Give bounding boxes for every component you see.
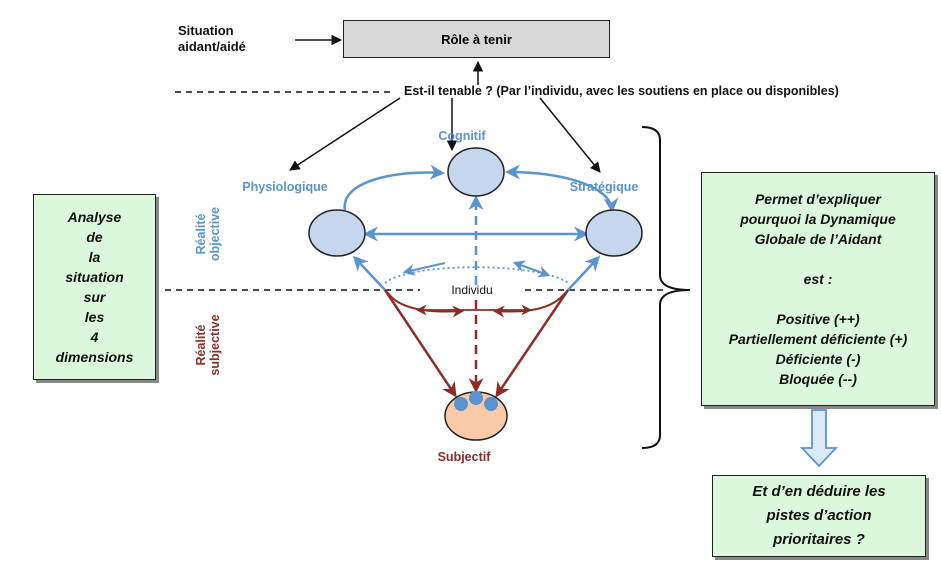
dotted-arc-individu	[384, 266, 569, 284]
label-individu: Individu	[451, 283, 492, 297]
left-box-line: Analyse	[67, 209, 122, 225]
left-analysis-box: Analyse de la situation sur les 4 dimens…	[33, 194, 156, 380]
realite-subjective-l2: subjective	[208, 314, 222, 375]
red-left-cone-arrow	[383, 289, 457, 398]
arc-physio-cognitif	[343, 164, 445, 211]
bottom-box-line: pistes d’action	[766, 507, 872, 524]
dot-subjectif-1	[454, 397, 468, 411]
arrow-individu-physio-small	[402, 262, 446, 276]
down-hollow-arrow	[799, 409, 839, 468]
role-box: Rôle à tenir	[343, 20, 610, 58]
arrow-individu-strat-small	[512, 260, 551, 278]
dot-subjectif-3	[484, 397, 498, 411]
node-physiologique	[308, 209, 366, 257]
realite-objective-l1: Réalité	[194, 213, 208, 254]
red-right-cone-arrow	[495, 289, 570, 398]
left-box-line: la	[88, 249, 101, 265]
bottom-box-line: prioritaires ?	[773, 531, 865, 548]
bottom-deduction-box: Et d’en déduire les pistes d’action prio…	[712, 475, 926, 557]
dot-subjectif-2	[469, 391, 483, 405]
left-box-line: de	[86, 229, 103, 245]
left-box-line: les	[84, 309, 105, 325]
right-box-line: Bloquée (--)	[779, 371, 857, 387]
situation-label-line1: Situation	[178, 23, 234, 38]
bottom-box-line: Et d’en déduire les	[752, 483, 886, 500]
right-box-line: Partiellement déficiente (+)	[728, 331, 908, 347]
right-bracket	[641, 126, 691, 449]
label-subjectif: Subjectif	[438, 450, 492, 464]
node-cognitif	[447, 147, 505, 197]
realite-subjective-l1: Réalité	[194, 324, 208, 365]
node-strategique	[585, 209, 643, 257]
right-box-line: pourquoi la Dynamique	[740, 211, 896, 227]
right-explanation-box: Permet d’expliquer pourquoi la Dynamique…	[701, 172, 935, 406]
right-box-line: est :	[803, 271, 833, 287]
left-box-line: 4	[90, 329, 99, 345]
arrow-to-physiologique	[289, 97, 401, 171]
question-label: Est-il tenable ? (Par l’individu, avec l…	[404, 84, 839, 98]
arrow-cone-left-blue	[352, 255, 386, 291]
situation-label-line2: aidant/aidé	[178, 39, 246, 54]
arc-cognitif-strategique	[505, 164, 619, 213]
right-box-line: Permet d’expliquer	[754, 191, 882, 207]
realite-objective-l2: objective	[208, 207, 222, 261]
label-cognitif: Cognitif	[438, 129, 486, 143]
arrow-to-strategique	[539, 97, 601, 173]
label-physiologique: Physiologique	[242, 180, 327, 194]
left-box-line: sur	[83, 289, 106, 305]
label-strategique: Stratégique	[570, 180, 639, 194]
right-box-line: Globale de l’Aidant	[754, 231, 882, 247]
right-box-line: Déficiente (-)	[775, 351, 861, 367]
role-box-label: Rôle à tenir	[441, 31, 512, 47]
right-box-line: Positive (++)	[776, 311, 860, 327]
arrow-cone-right-blue	[567, 255, 601, 291]
left-box-line: situation	[65, 269, 124, 285]
left-box-line: dimensions	[55, 349, 134, 365]
